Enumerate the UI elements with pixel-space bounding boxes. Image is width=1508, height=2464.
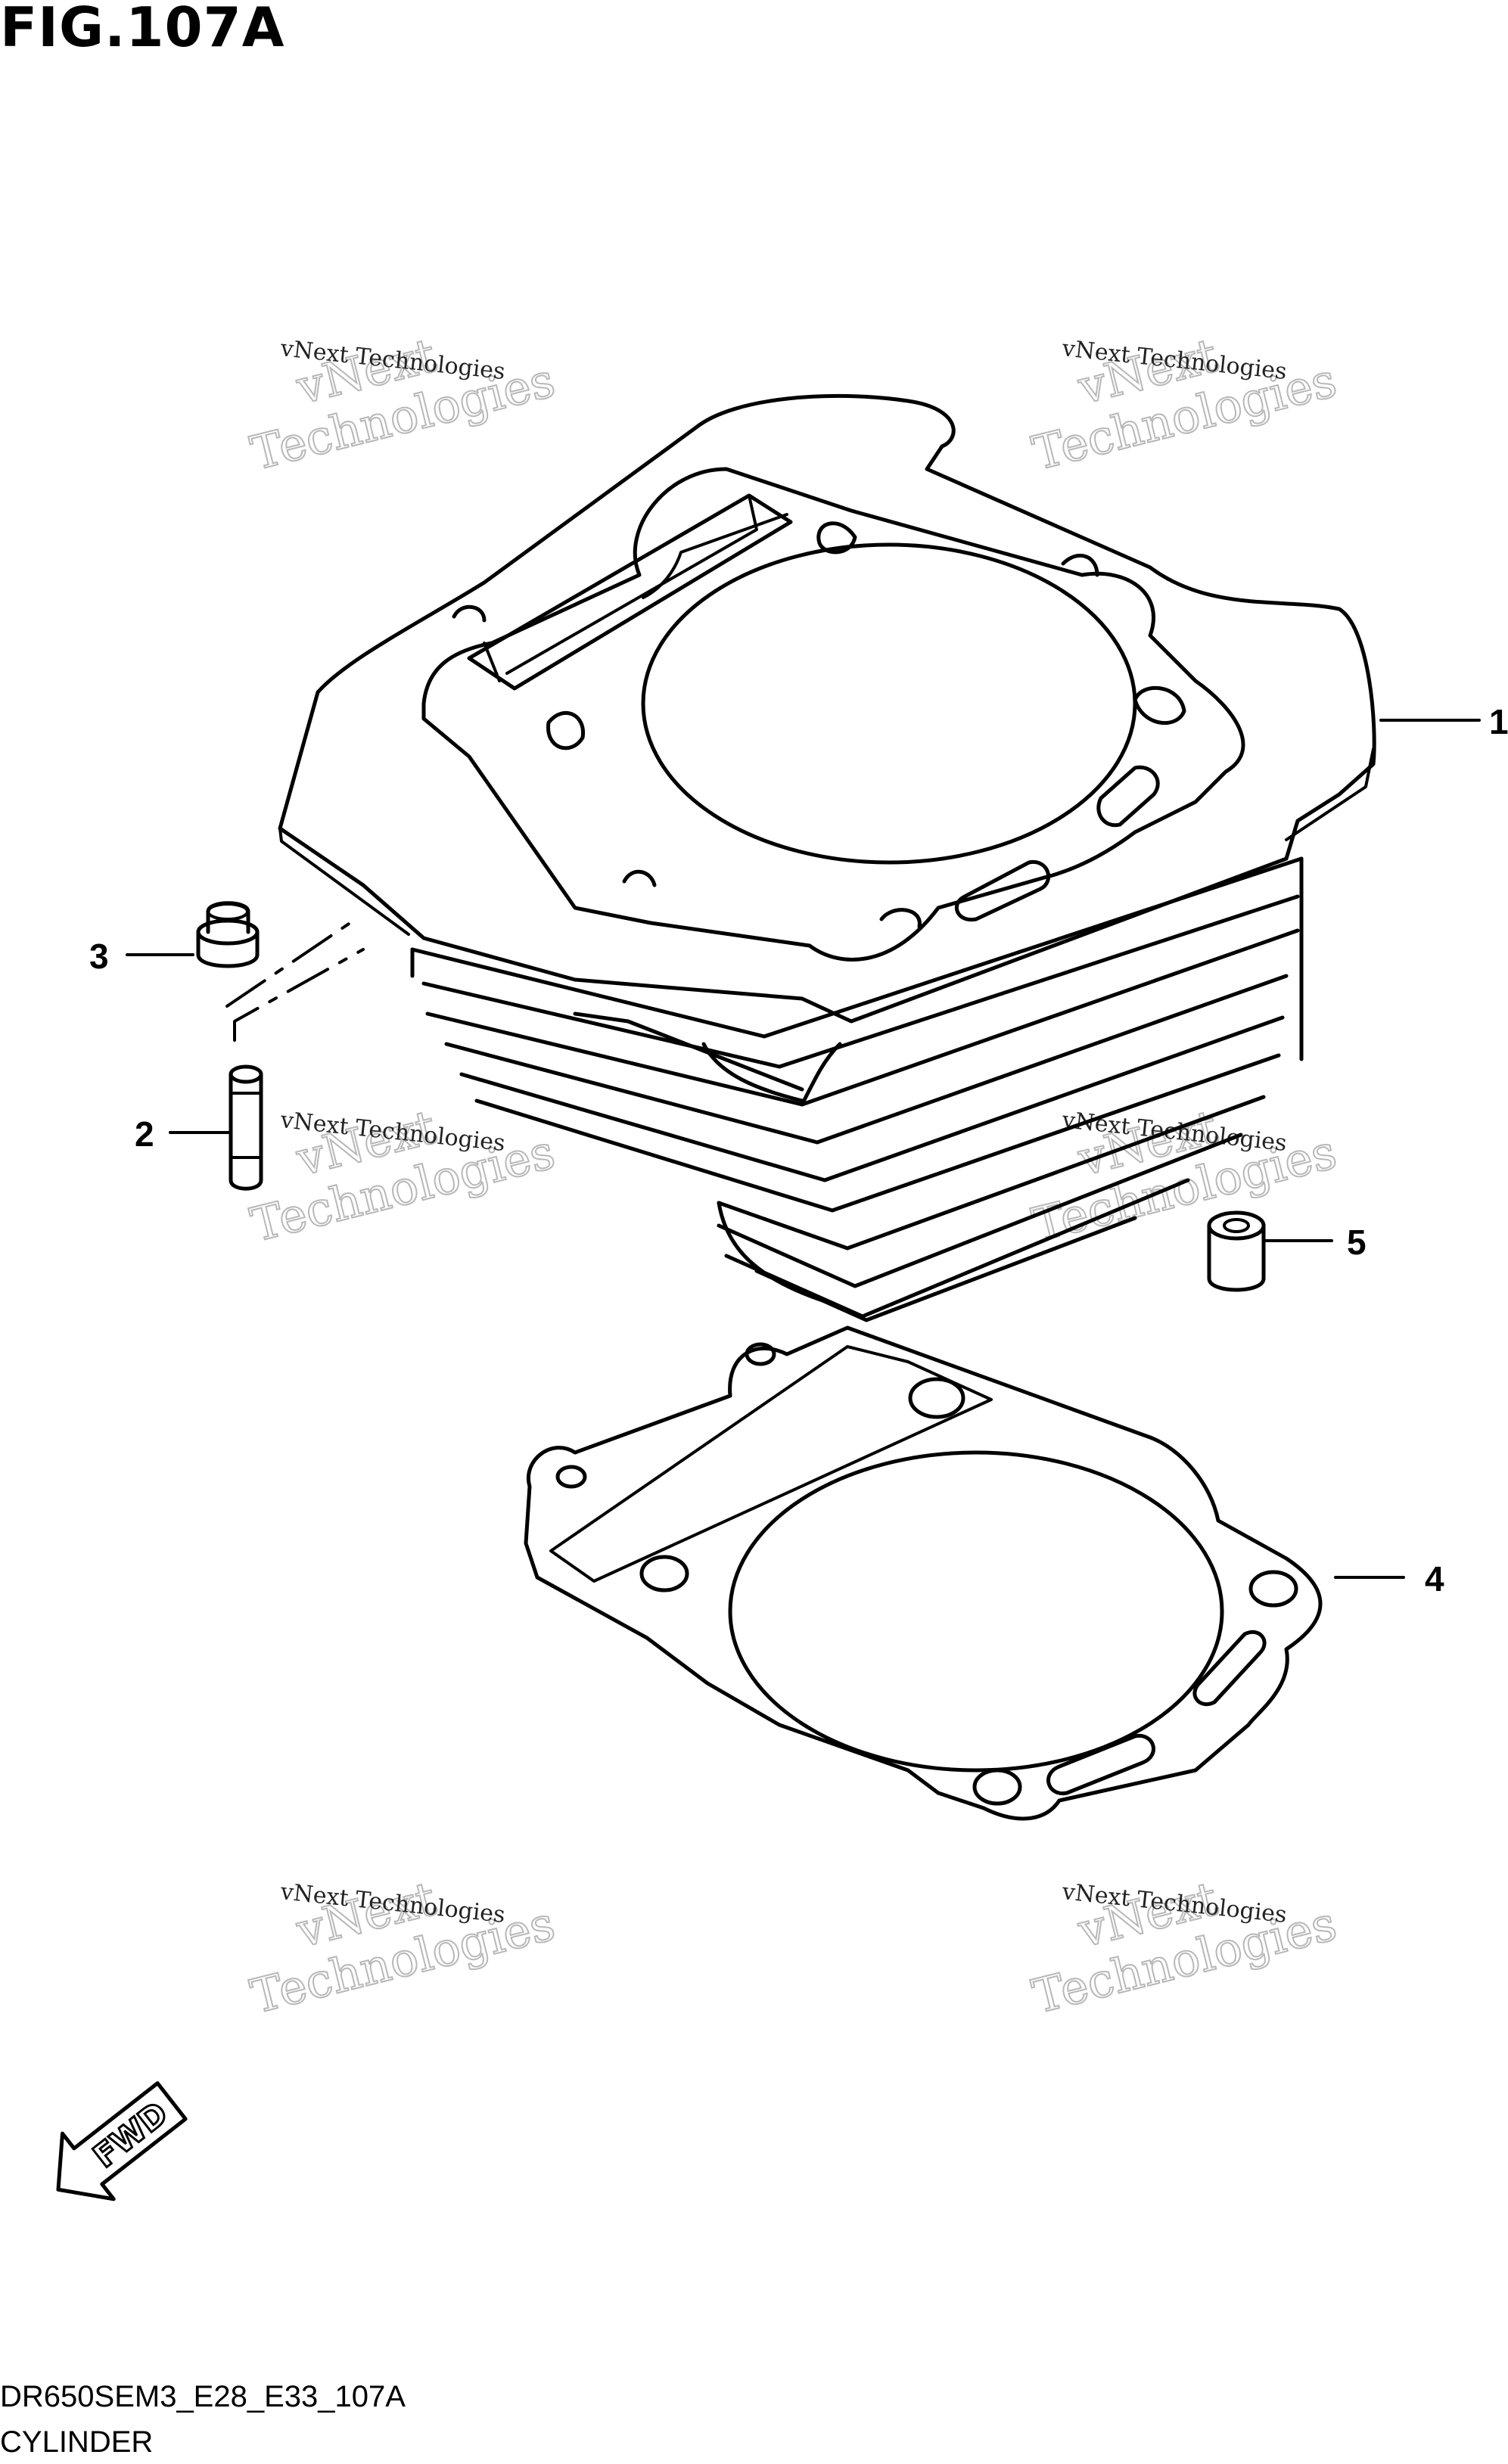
cylinder-deck-surface	[421, 467, 1245, 962]
cylinder-cam-chain-tunnel	[467, 493, 793, 691]
watermark-top-right: vNext Technologies	[1026, 327, 1342, 482]
callout-label-2: 2	[135, 1114, 154, 1154]
part-dowel-pin[interactable]	[229, 1064, 263, 1191]
cylinder-outer-flange	[278, 393, 1376, 1024]
callout-5[interactable]: 5	[1262, 1223, 1367, 1262]
callout-1[interactable]: 1	[1379, 702, 1508, 741]
diagram-code: DR650SEM3_E28_E33_107A	[0, 2380, 406, 2413]
callout-label-5: 5	[1347, 1223, 1367, 1262]
part-cylinder[interactable]	[278, 393, 1376, 1322]
watermark-mid-right: vNext Technologies	[1026, 1098, 1342, 1254]
callout-label-4: 4	[1425, 1559, 1444, 1599]
cylinder-oil-passage	[1096, 765, 1160, 828]
gasket-hole	[972, 1768, 1022, 1806]
cylinder-stud-hole	[622, 869, 657, 887]
part-nut[interactable]	[196, 901, 260, 968]
cylinder-stud-hole	[879, 908, 922, 929]
callout-label-1: 1	[1489, 702, 1508, 741]
callout-4[interactable]: 4	[1334, 1559, 1444, 1599]
alignment-centerline	[225, 918, 365, 1042]
gasket-oil-slot	[1192, 1630, 1267, 1707]
cylinder-oil-passage	[954, 860, 1051, 922]
watermark-top-left: vNext Technologies	[244, 327, 561, 482]
gasket-hole	[1248, 1570, 1298, 1608]
gasket-hole	[908, 1377, 965, 1419]
cylinder-bore	[641, 542, 1137, 865]
part-cylinder-base-gasket[interactable]	[524, 1325, 1323, 1821]
cylinder-stud-hole	[546, 711, 585, 750]
cylinder-stud-hole	[452, 604, 487, 623]
watermark-bottom-left: vNext Technologies	[244, 1870, 561, 2025]
cylinder-cooling-fins	[410, 856, 1304, 1322]
fwd-arrow-icon: FWD	[56, 2081, 188, 2201]
cylinder-stud-hole	[1061, 553, 1099, 577]
gasket-bore	[728, 1450, 1224, 1773]
callout-2[interactable]: 2	[135, 1114, 232, 1154]
part-dowel-bushing[interactable]	[1207, 1210, 1266, 1292]
watermark-bottom-right: vNext Technologies	[1026, 1870, 1342, 2025]
gasket-hole	[555, 1465, 587, 1489]
diagram-name: CYLINDER	[0, 2425, 154, 2459]
figure-title: FIG.107A	[0, 0, 285, 59]
gasket-oil-slot	[1046, 1734, 1155, 1795]
cylinder-stud-hole	[816, 521, 857, 555]
watermark-mid-left: vNext Technologies	[244, 1098, 561, 1254]
gasket-hole	[639, 1555, 689, 1592]
callout-label-3: 3	[89, 937, 109, 976]
gasket-hole	[745, 1342, 776, 1366]
cylinder-stud-hole	[1133, 686, 1186, 725]
callout-3[interactable]: 3	[89, 937, 194, 976]
